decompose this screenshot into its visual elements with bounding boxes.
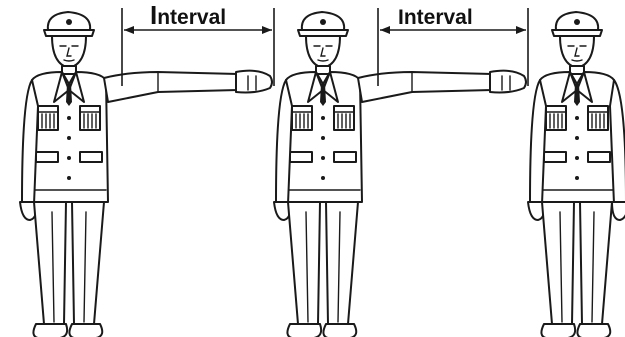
interval-label-left: Interval	[150, 0, 226, 30]
soldier-figure-2	[274, 12, 526, 337]
interval-label-left-initial: I	[150, 0, 157, 30]
soldier-figure-1	[20, 12, 272, 337]
interval-label-right: Interval	[398, 6, 473, 29]
interval-label-left-rest: nterval	[157, 6, 226, 29]
soldier-figure-3	[528, 12, 625, 337]
